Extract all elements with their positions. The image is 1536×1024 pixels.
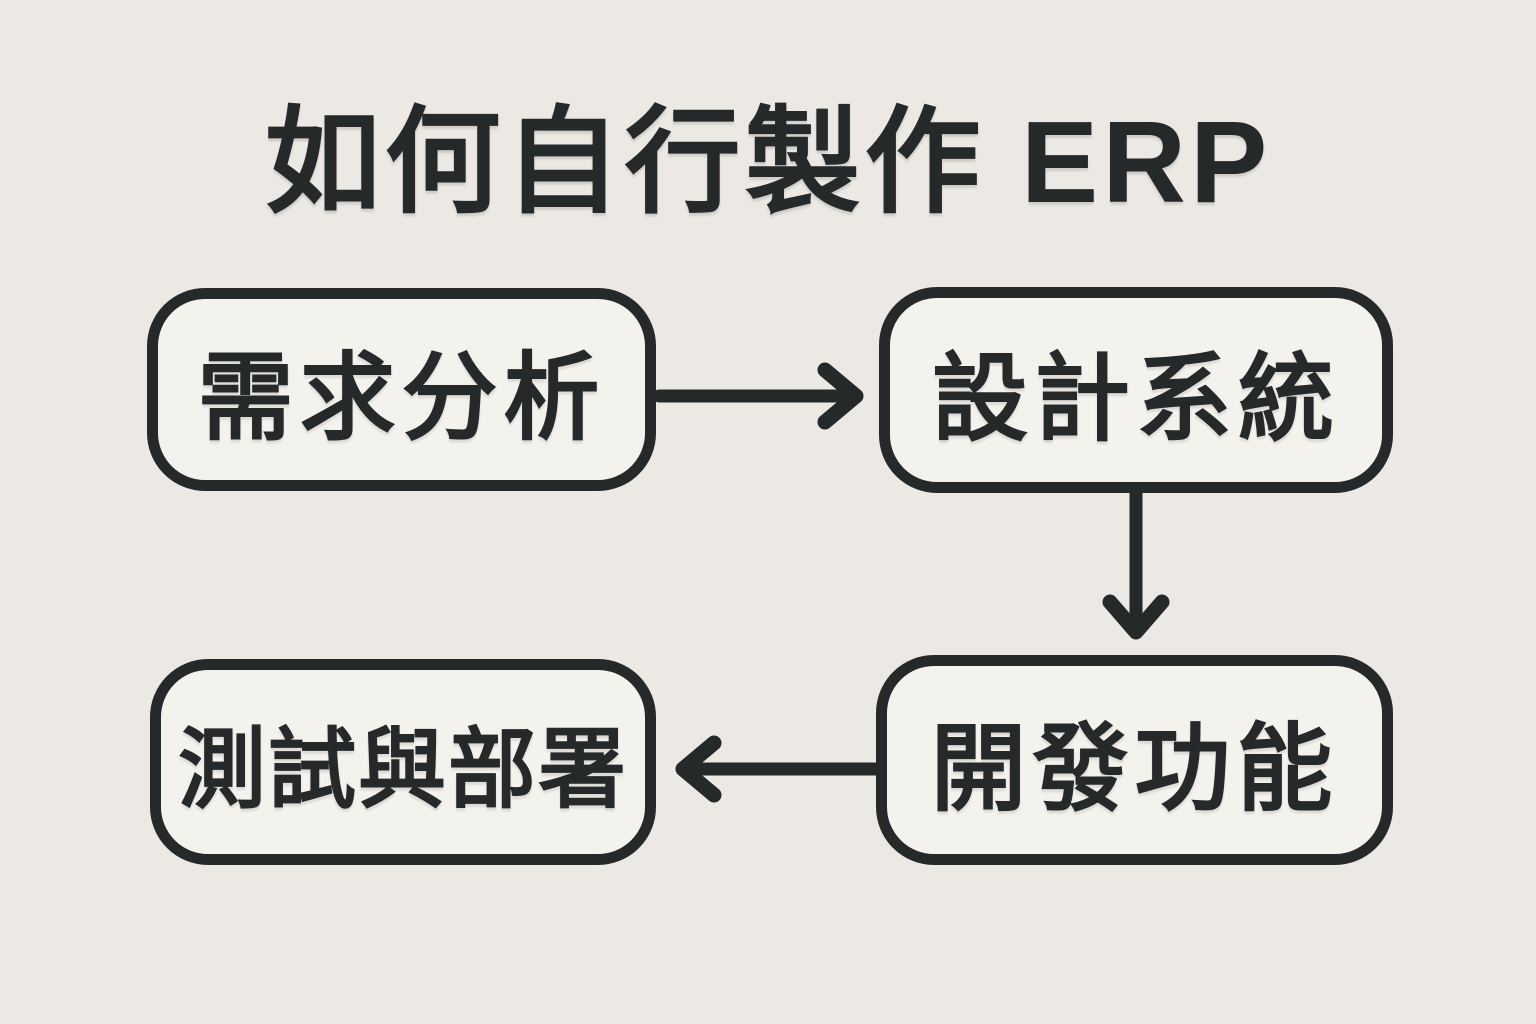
flow-node-test-deploy: 測試與部署	[150, 659, 656, 865]
flow-node-develop: 開發功能	[876, 655, 1393, 865]
flow-node-design: 設計系統	[879, 287, 1393, 493]
flow-node-design-label: 設計系統	[932, 345, 1340, 453]
flow-node-requirements: 需求分析	[147, 288, 656, 491]
flow-node-develop-label: 開發功能	[930, 715, 1339, 823]
arrow-down-design-to-develop-icon	[1093, 490, 1179, 650]
arrow-left-develop-to-test-deploy-icon	[668, 726, 884, 812]
flow-node-test-deploy-label: 測試與部署	[177, 719, 628, 819]
arrow-right-requirements-to-design-icon	[653, 353, 879, 439]
flow-node-requirements-label: 需求分析	[197, 345, 606, 452]
page-title: 如何自行製作 ERP	[264, 97, 1272, 227]
